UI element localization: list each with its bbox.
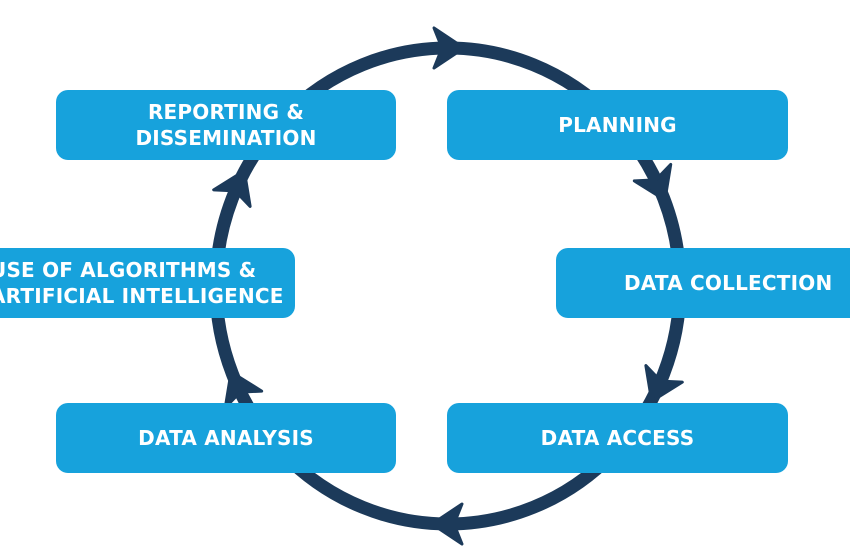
step-data-collection: DATA COLLECTION (556, 248, 850, 318)
chevron-arrow-icon (644, 364, 684, 403)
chevron-arrow-icon (430, 502, 464, 546)
step-planning: PLANNING (447, 90, 788, 160)
step-reporting-dissemination: REPORTING & DISSEMINATION (56, 90, 396, 160)
arrow-layer (212, 26, 684, 546)
step-algorithms-ai: USE OF ALGORITHMS & ARTIFICIAL INTELLIGE… (0, 248, 295, 318)
chevron-arrow-icon (432, 26, 466, 70)
chevron-arrow-icon (223, 370, 264, 410)
step-data-analysis: DATA ANALYSIS (56, 403, 396, 473)
chevron-arrow-icon (212, 169, 252, 208)
step-data-access: DATA ACCESS (447, 403, 788, 473)
chevron-arrow-icon (632, 162, 673, 202)
